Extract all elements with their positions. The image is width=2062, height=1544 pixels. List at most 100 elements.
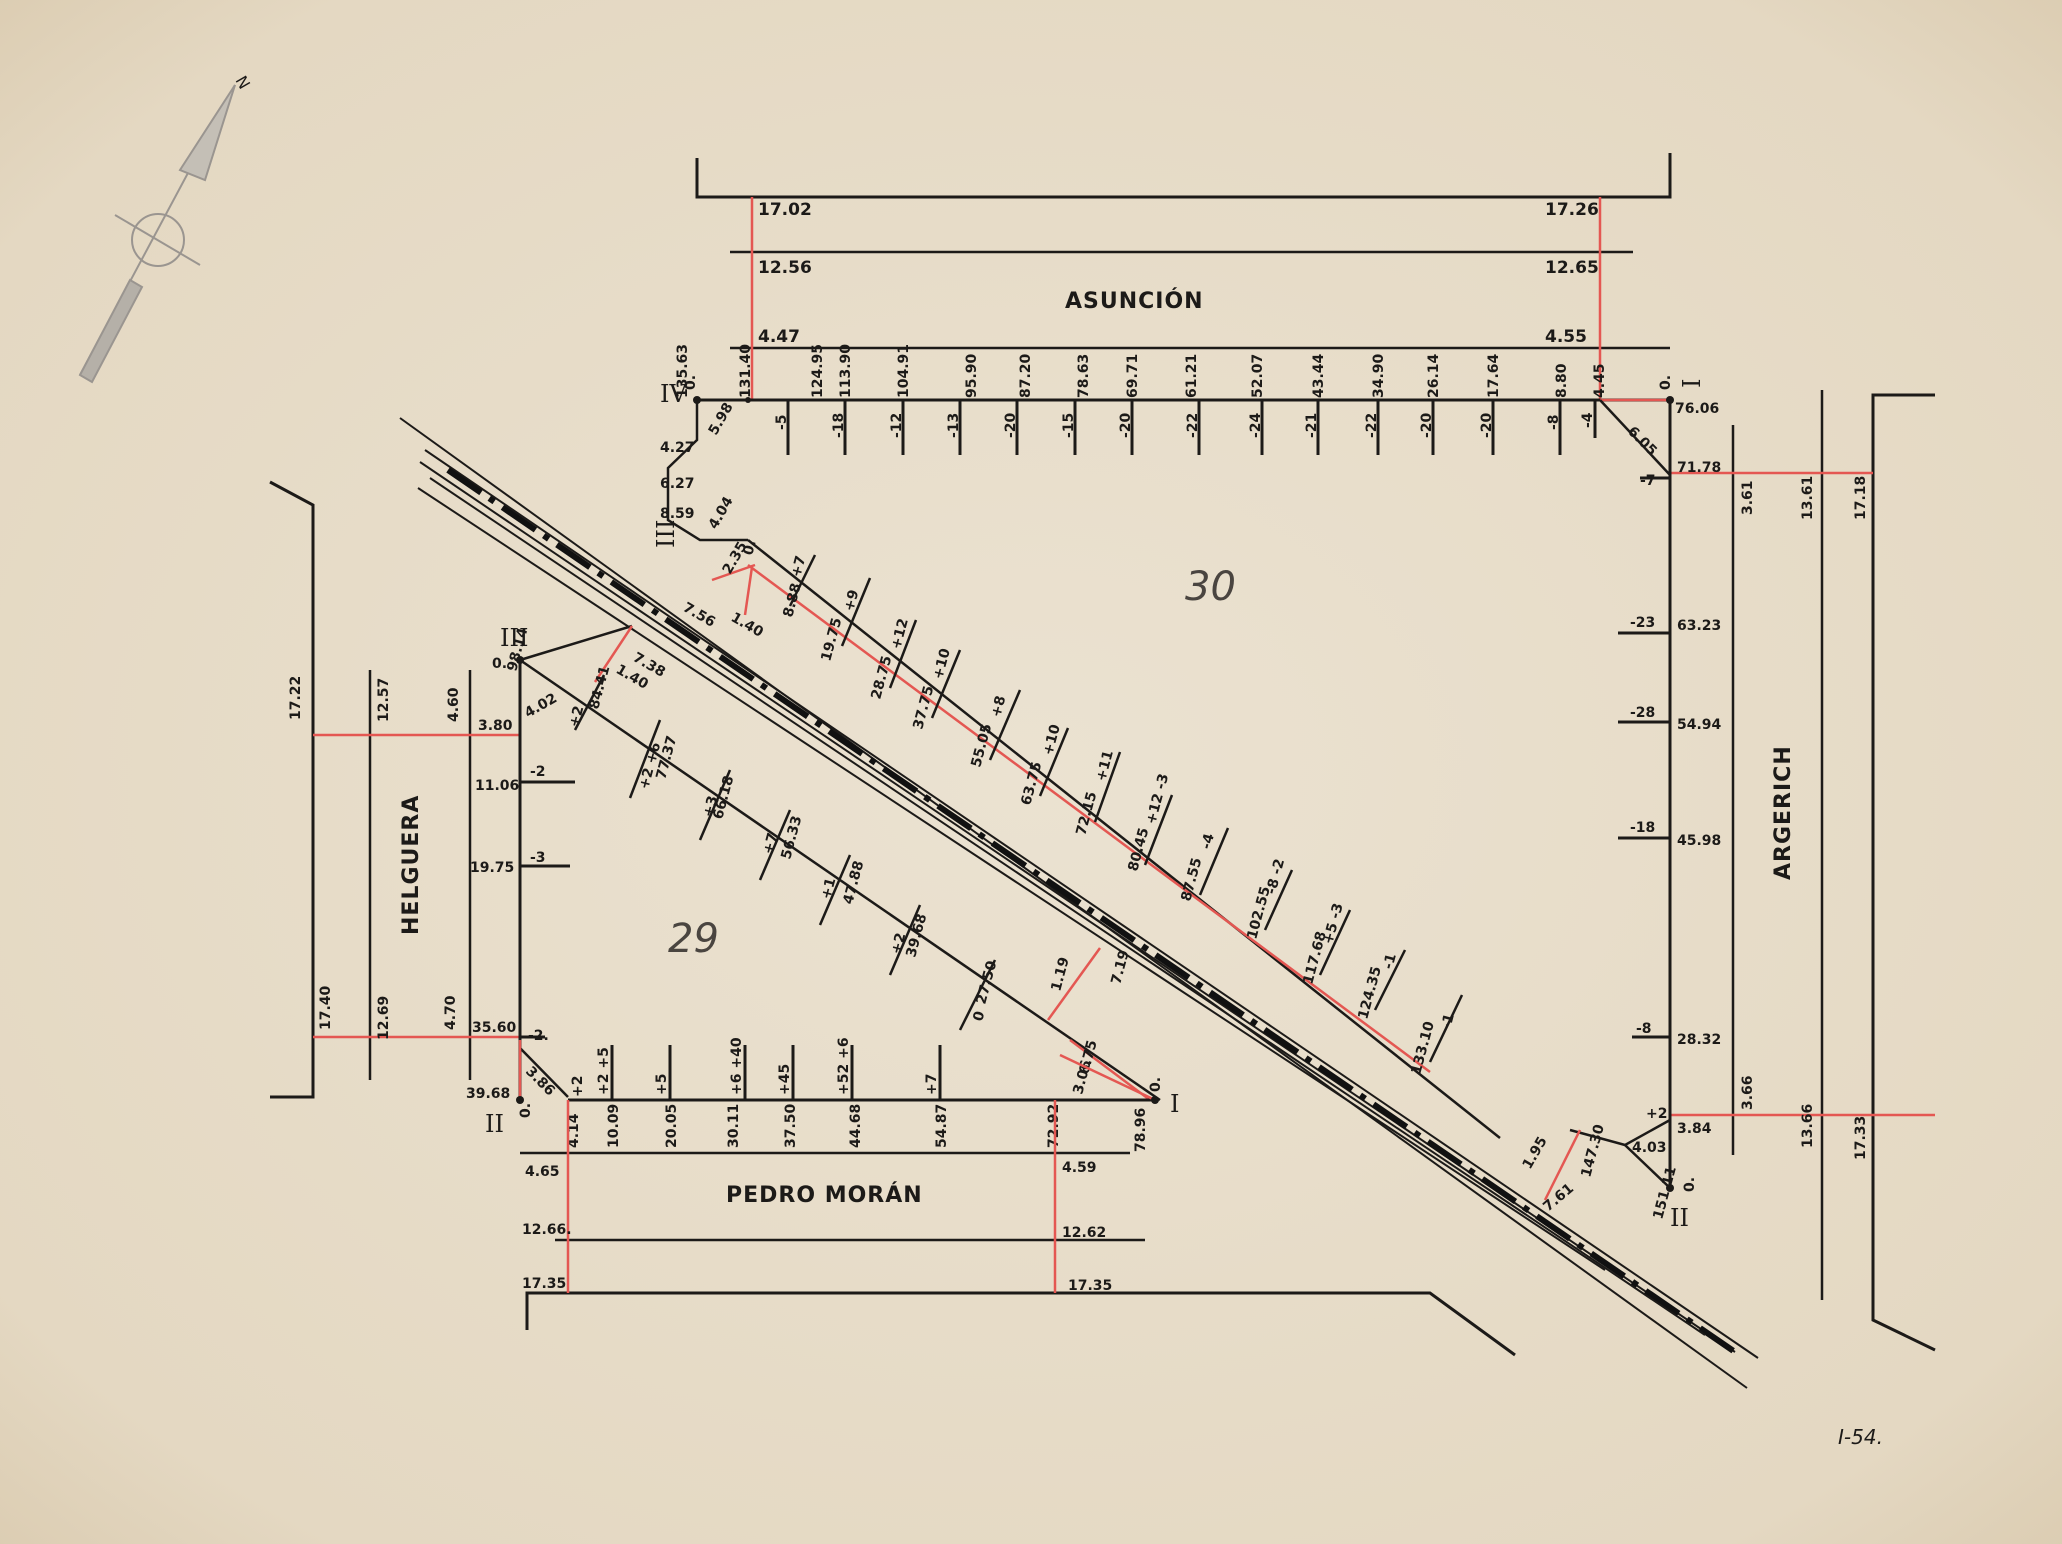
- top-chainage-3: 113.90: [838, 344, 854, 398]
- rail-lower-offset-3: +7: [760, 831, 781, 856]
- top-chainage-8: 69.71: [1125, 354, 1141, 398]
- rail-upper-offset-5: +10: [1040, 722, 1064, 757]
- top-offset-0: -5: [774, 414, 790, 430]
- block-number-29: 29: [668, 916, 719, 962]
- bottom-chainage-0: 4.14: [566, 1113, 582, 1148]
- bottom-offset-2: +6 +40: [729, 1037, 745, 1095]
- top-offset-11: -20: [1419, 412, 1435, 438]
- top-chainage-14: 17.64: [1486, 353, 1502, 398]
- station-i-south-label: I: [1170, 1090, 1179, 1118]
- station-iii-dot: [516, 656, 524, 664]
- argerich-width-top-1: 3.61: [1740, 480, 1756, 515]
- rail-upper-ticks: [788, 554, 1464, 1063]
- left-offset-labels: -2 -3 -2.: [528, 764, 549, 1044]
- rail-upper-offset-2: +12: [888, 617, 912, 651]
- top-chainage-6: 87.20: [1018, 353, 1034, 398]
- top-offset-4: -20: [1003, 412, 1019, 438]
- rail-lower-offset-4: +1: [818, 876, 839, 901]
- top-offset-12: -20: [1479, 412, 1495, 438]
- bottom-chainage-5: 44.68: [848, 1104, 864, 1148]
- argerich-width-bot-3: 17.33: [1853, 1116, 1869, 1160]
- rail-survey-upper: [711, 539, 1501, 1139]
- station-iii-north-zero: 0.: [740, 538, 759, 557]
- corner-nw-c: 6.27: [660, 476, 695, 492]
- asuncion-width-left-1: 17.02: [758, 200, 812, 220]
- left-chainage-1: 3.80: [478, 718, 513, 734]
- right-offset-5: +2: [1646, 1106, 1667, 1122]
- right-chainage-5: 28.32: [1677, 1032, 1721, 1048]
- left-chainage-labels: 98.14 3.80 11.06 19.75 35.60 39.68: [466, 626, 531, 1102]
- moran-width-right-2: 12.62: [1062, 1225, 1106, 1241]
- asuncion-width-right-1: 17.26: [1545, 200, 1599, 220]
- right-chainage-2: 63.23: [1677, 618, 1721, 634]
- top-offset-5: -15: [1061, 413, 1077, 438]
- right-offset-labels: -7 -23 -28 -18 -8 +2: [1630, 473, 1667, 1122]
- bottom-chainage-6: 54.87: [934, 1104, 950, 1148]
- bottom-offset-0: +2 +5: [596, 1047, 612, 1095]
- top-offset-3: -13: [946, 413, 962, 438]
- right-offset-1: -23: [1630, 615, 1655, 631]
- bottom-chainage-1: 10.09: [606, 1104, 622, 1148]
- argerich-width-bot-2: 13.66: [1800, 1104, 1816, 1148]
- bottom-offset-1: +5: [654, 1074, 670, 1095]
- street-name-argerich: ARGERICH: [1771, 745, 1796, 880]
- right-chainage-6: 3.84: [1677, 1121, 1712, 1137]
- corner-sw-b: +2: [570, 1076, 586, 1097]
- right-offset-ticks: [1618, 476, 1670, 1039]
- moran-width-right-3: 17.35: [1068, 1278, 1112, 1294]
- sheet-code: I-54.: [1838, 1425, 1883, 1449]
- station-iv-label: IV: [660, 380, 687, 408]
- rail-lower-offset-0: +2: [566, 704, 587, 729]
- right-chainage-1: 71.78: [1677, 460, 1721, 476]
- top-offset-13: -8: [1546, 414, 1562, 430]
- block-number-30: 30: [1185, 564, 1236, 610]
- top-offset-10: -22: [1364, 413, 1380, 438]
- top-chainage-1: 131.40: [738, 344, 754, 398]
- street-name-asuncion: ASUNCIÓN: [1065, 288, 1204, 314]
- station-ii-west-label: II: [485, 1110, 504, 1138]
- station-iii-label-north: III: [652, 520, 680, 548]
- top-chainage-5: 95.90: [964, 353, 980, 398]
- zero-iv: 0.: [683, 375, 699, 390]
- bottom-chainage-4: 37.50: [783, 1103, 799, 1148]
- rail-lower-ticks: [573, 674, 997, 1031]
- top-chainage-4: 104.91: [896, 344, 912, 398]
- zero-i-south: 0.: [1148, 1077, 1164, 1092]
- left-offset-2: -2.: [528, 1028, 549, 1044]
- rail-upper-offset-8: -4: [1198, 832, 1218, 851]
- left-offset-1: -3: [530, 850, 546, 866]
- bottom-offset-ticks: [610, 1045, 942, 1100]
- rail-lower-offset-5: +2: [888, 931, 909, 956]
- street-pedro-moran: 4.65 4.59 12.66. 12.62 17.35 17.35 PEDRO…: [520, 1100, 1516, 1357]
- right-chainage-3: 54.94: [1677, 717, 1722, 733]
- corner-nw-b: 4.27: [660, 440, 695, 456]
- asuncion-width-left-2: 12.56: [758, 258, 812, 278]
- corner-ne-d2: 4.03: [1632, 1140, 1667, 1156]
- top-chainage-0: 135.63: [675, 344, 691, 398]
- bottom-offset-labels: +2 +5 +5 +6 +40 +45 +52 +6 +7: [596, 1037, 940, 1095]
- north-arrow-icon: N: [78, 73, 254, 384]
- helguera-width-top-1: 17.22: [288, 676, 304, 720]
- top-offset-8: -24: [1248, 412, 1264, 438]
- bottom-offset-3: +45: [777, 1064, 793, 1095]
- moran-width-left-2: 12.66.: [522, 1222, 572, 1238]
- station-iii-label: III: [500, 624, 528, 652]
- rail-lower-offset-2: +3: [700, 794, 721, 819]
- asuncion-width-left-3: 4.47: [758, 327, 800, 347]
- zero-i-north: 0.: [1658, 375, 1674, 390]
- zero-iii-left: 0.: [492, 656, 507, 672]
- left-chainage-3: 19.75: [470, 860, 514, 876]
- station-i-north-dot: [1666, 396, 1674, 404]
- bottom-chainage-2: 20.05: [664, 1104, 680, 1148]
- top-offset-2: -12: [889, 413, 905, 438]
- helguera-width-top-2: 12.57: [376, 678, 392, 722]
- asuncion-width-right-2: 12.65: [1545, 258, 1599, 278]
- railway: [399, 417, 1759, 1389]
- bottom-chainage-8: 78.96: [1133, 1108, 1149, 1152]
- rail-upper-offset-3: +10: [930, 646, 954, 681]
- rail-upper-offset-6: +11: [1093, 749, 1117, 783]
- corner-ne-chamfer: [1599, 399, 1671, 476]
- street-asuncion: 17.02 17.26 12.56 12.65 4.47 4.55 ASUNCI…: [695, 153, 1672, 400]
